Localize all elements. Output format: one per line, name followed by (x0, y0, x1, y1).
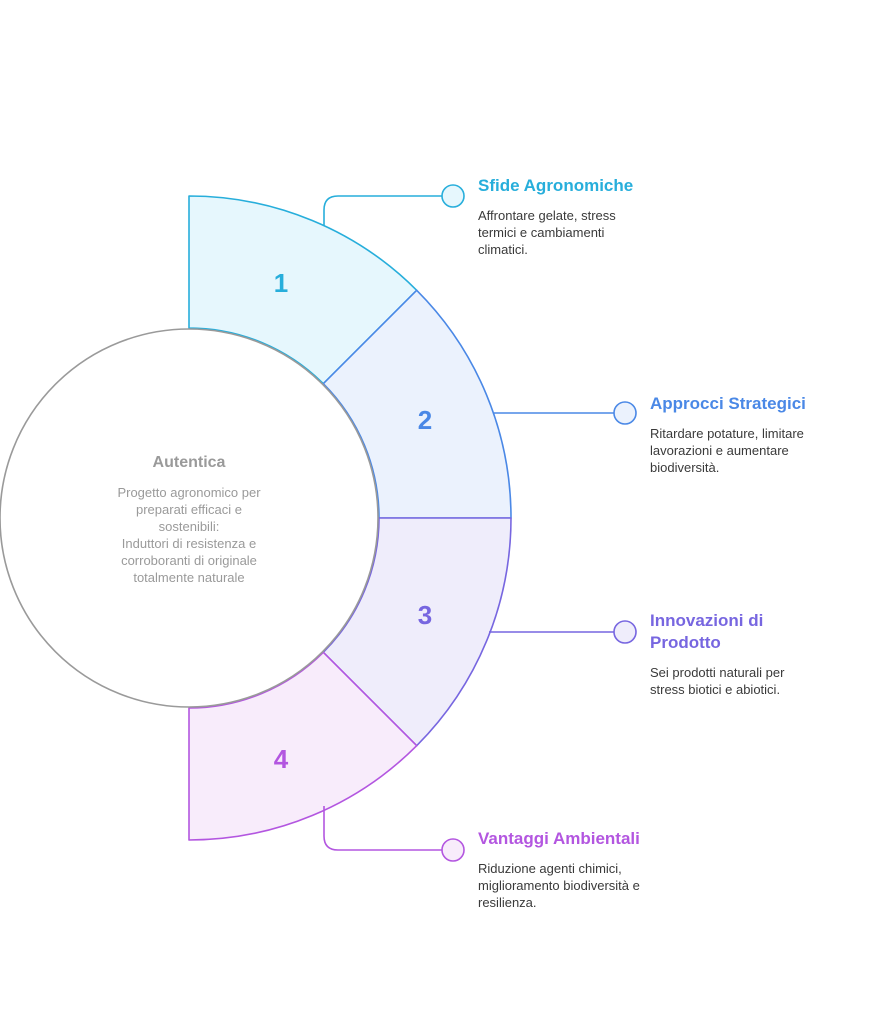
item-1-description-line: climatici. (478, 242, 528, 257)
connector-4 (323, 806, 442, 851)
item-2-description: Ritardare potature, limitare lavorazioni… (650, 425, 870, 476)
center-title: Autentica (153, 454, 226, 471)
center-circle (0, 328, 379, 708)
item-4-description-line: resilienza. (478, 895, 537, 910)
item-4-description-line: Riduzione agenti chimici, (478, 861, 622, 876)
connector-1-dot (441, 184, 465, 208)
item-2: Approcci Strategici Ritardare potature, … (650, 393, 870, 476)
segment-4-number: 4 (274, 744, 289, 774)
item-3-title: Innovazioni di Prodotto (650, 610, 870, 654)
segment-3-number: 3 (418, 600, 432, 630)
item-1-title: Sfide Agronomiche (478, 176, 634, 195)
connector-3-dot (613, 620, 637, 644)
item-3-description-line: Sei prodotti naturali per (650, 665, 785, 680)
item-3-description-line: stress biotici e abiotici. (650, 682, 781, 697)
connector-1 (323, 195, 442, 226)
item-3-description: Sei prodotti naturali per stress biotici… (650, 664, 870, 698)
center-description-line: corroboranti di originale (121, 553, 257, 568)
center-description-line: Induttori di resistenza e (122, 536, 256, 551)
item-4-description-line: miglioramento biodiversità e (478, 878, 640, 893)
center-description-line: Progetto agronomico per (117, 485, 261, 500)
center-description-line: preparati efficaci e (136, 502, 242, 517)
item-4-title: Vantaggi Ambientali (478, 829, 640, 848)
item-4-description: Riduzione agenti chimici, miglioramento … (478, 860, 698, 911)
item-2-description-line: biodiversità. (650, 460, 720, 475)
item-1-description-line: termici e cambiamenti (478, 225, 605, 240)
item-1-description: Affrontare gelate, stress termici e camb… (478, 207, 698, 258)
item-3: Innovazioni di Prodotto Sei prodotti nat… (650, 610, 870, 698)
center-description-line: totalmente naturale (133, 570, 244, 585)
item-4: Vantaggi Ambientali Riduzione agenti chi… (478, 828, 698, 911)
item-2-description-line: lavorazioni e aumentare (650, 443, 789, 458)
item-1-description-line: Affrontare gelate, stress (478, 208, 616, 223)
segment-2-number: 2 (418, 405, 432, 435)
item-1: Sfide Agronomiche Affrontare gelate, str… (478, 175, 698, 258)
item-3-title-line: Innovazioni di (650, 611, 764, 630)
center-description-line: sostenibili: (159, 519, 220, 534)
item-2-description-line: Ritardare potature, limitare (650, 426, 804, 441)
segment-4 (188, 651, 418, 841)
item-2-title: Approcci Strategici (650, 394, 806, 413)
item-3-title-line: Prodotto (650, 633, 721, 652)
connector-4-dot (441, 838, 465, 862)
connector-2-dot (613, 401, 637, 425)
segment-1-number: 1 (274, 268, 288, 298)
